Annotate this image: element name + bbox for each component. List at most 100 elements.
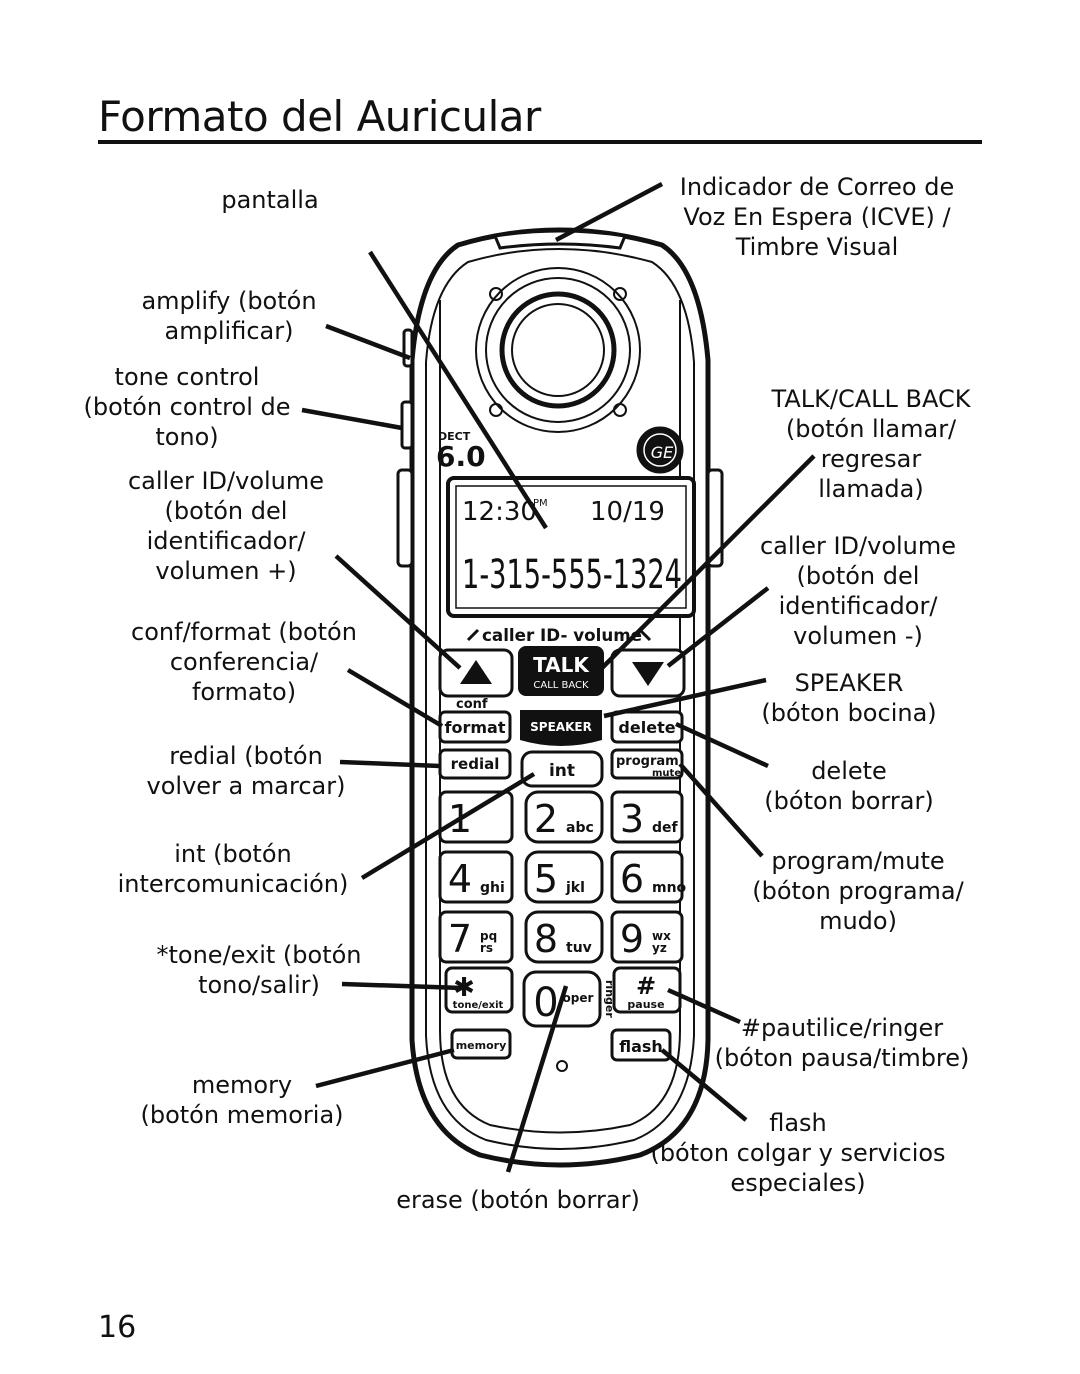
label-redial: redial (botón volver a marcar) [146,742,346,800]
hash-icon: # [636,972,656,1000]
dect-version: 6.0 [436,440,486,473]
digit-letters-8: tuv [566,940,592,956]
flash-button[interactable]: flash [610,1028,672,1062]
title-rule [98,140,982,144]
digit-key-3[interactable]: 3 def [610,790,684,844]
leader-icve [554,182,664,242]
ge-logo-text: GE [651,443,674,462]
label-conf-format: conf/format (botón conferencia/ formato) [131,618,357,706]
label-caller-id-volume-down: caller ID/volume (botón del identificado… [759,532,957,650]
label-speaker: SPEAKER (bóton bocina) [761,669,937,727]
digit-key-8[interactable]: 8 tuv [524,910,604,964]
page-number: 16 [98,1310,137,1345]
pause-key-label: pause [627,998,664,1011]
digit-letters-3: def [652,820,679,836]
leader-tone-control [301,407,403,431]
digit-6: 6 [620,857,644,901]
digit-letters-7: pq [480,929,497,943]
digit-5: 5 [534,857,558,901]
label-pause-ringer: #pautilice/ringer (bóton pausa/timbre) [714,1014,970,1072]
leader-pause-ringer [667,987,741,1025]
label-icve: Indicador de Correo de Voz En Espera (IC… [679,173,955,261]
label-caller-id-volume-up: caller ID/volume (botón del identificado… [127,467,325,585]
label-amplify: amplify (botón amplificar) [141,287,317,345]
leader-int [360,772,536,880]
digit-2: 2 [534,797,558,841]
leader-delete [675,721,769,769]
memory-key-label: memory [456,1039,507,1052]
digit-letters-2: abc [566,820,594,836]
leader-tone-exit [341,981,463,991]
leader-erase [505,985,569,1173]
program-mute-button[interactable]: program mute [610,748,684,780]
digit-key-2[interactable]: 2 abc [524,790,604,844]
digit-7: 7 [448,917,472,961]
speaker-key-label: SPEAKER [530,720,592,734]
format-label: format [445,718,506,737]
conf-label: conf [456,697,488,712]
microphone-icon [556,1060,568,1072]
talk-label: TALK [533,653,590,677]
digit-letters-7: rs [480,941,493,955]
volume-down-button[interactable] [610,648,686,698]
leader-caller-id-down [666,586,770,668]
lcd-date: 10/19 [590,497,665,527]
volume-up-button[interactable] [438,648,514,698]
memory-button[interactable]: memory [450,1028,512,1060]
digit-key-4[interactable]: 4 ghi [438,850,514,904]
mute-key-label: mute [652,768,681,779]
delete-key-label: delete [618,718,675,737]
leader-speaker [603,677,767,719]
lcd-screen [446,476,696,618]
conf-format-button[interactable]: conf format [438,697,512,744]
digit-letters-9: wx [652,929,671,943]
digit-3: 3 [620,797,644,841]
lcd-time: 12:30 [462,497,537,527]
digit-key-1[interactable]: 1 [438,790,514,844]
delete-button[interactable]: delete [610,710,684,744]
triangle-down-icon [632,662,664,686]
page-title: Formato del Auricular [98,92,541,141]
call-back-label: CALL BACK [533,680,589,691]
speaker-button[interactable]: SPEAKER [520,710,602,746]
leader-conf-format [346,668,444,728]
leader-talk [600,454,816,670]
digit-key-5[interactable]: 5 jkl [524,850,604,904]
label-memory: memory (botón memoria) [140,1071,344,1129]
leader-amplify [325,323,411,361]
pause-ringer-button[interactable]: # pause [612,966,682,1014]
leader-pantalla [368,250,548,530]
tone-exit-key-label: tone/exit [453,1000,504,1011]
program-key-label: program [616,754,679,769]
digit-9: 9 [620,917,644,961]
label-erase: erase (botón borrar) [396,1186,640,1214]
digit-8: 8 [534,917,558,961]
label-flash: flash (bóton colgar y servicios especial… [650,1109,946,1197]
redial-button[interactable]: redial [438,748,512,780]
lcd-ampm: PM [533,498,548,509]
dect-badge: DECT [438,430,471,443]
leader-redial [339,759,441,769]
leader-caller-id-up [334,554,462,670]
int-button[interactable]: int [520,750,604,788]
oper-key-label: oper [563,991,594,1005]
digit-letters-5: jkl [565,880,585,896]
label-program-mute: program/mute (bóton programa/ mudo) [752,847,964,935]
flash-key-label: flash [619,1037,663,1056]
talk-call-back-button[interactable]: TALK CALL BACK [518,646,604,696]
digit-4: 4 [448,857,472,901]
int-key-label: int [549,761,575,781]
redial-key-label: redial [451,755,500,773]
label-int: int (botón intercomunicación) [117,840,349,898]
leader-program-mute [678,762,764,858]
label-pantalla: pantalla [221,186,319,214]
label-tone-exit: *tone/exit (botón tono/salir) [156,941,362,999]
digit-letters-4: ghi [480,880,505,896]
digit-letters-6: mno [652,880,687,896]
tone-exit-button[interactable]: ✱ tone/exit [444,966,514,1014]
digit-key-6[interactable]: 6 mno [610,850,687,904]
